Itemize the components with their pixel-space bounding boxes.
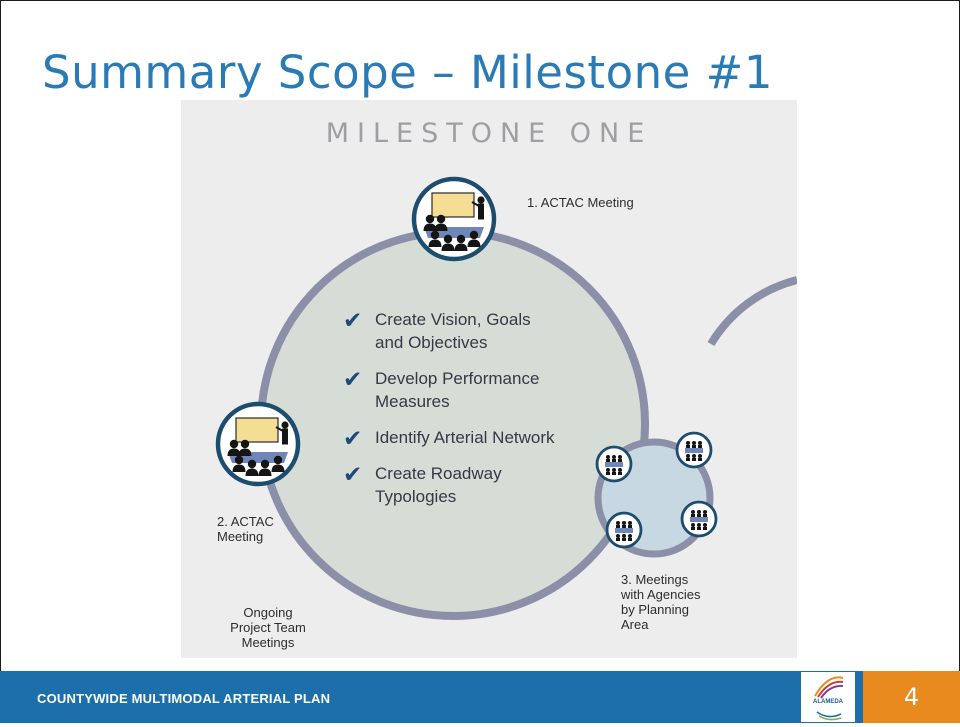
task-line: Identify Arterial Network [375,428,555,447]
next-milestone-arc [707,276,797,347]
task-line: and Objectives [375,333,488,352]
label-line: Meetings [241,635,295,650]
slide-title: Summary Scope – Milestone #1 [42,46,773,99]
check-icon: ✔ [343,367,363,393]
label-line: Meeting [217,529,264,544]
agency-meeting-icon [680,500,718,538]
label-line: with Agencies [621,587,701,602]
check-icon: ✔ [343,308,363,334]
agency-meeting-icon [675,431,713,469]
logo-graphic-icon [814,676,844,721]
task-line: Create Roadway [375,464,502,483]
page-number: 4 [903,683,920,711]
label-line: Project Team [230,620,306,635]
footer-bar [0,671,960,723]
task-item: ✔ Identify Arterial Network [341,426,601,452]
task-item: ✔ Create Vision, Goals and Objectives [341,308,601,354]
milestone-diagram: MILESTONE ONE ✔ Create Vision, Goals and… [181,100,797,658]
check-icon: ✔ [343,462,363,488]
label-line: 2. ACTAC [217,514,274,529]
actac-meeting-2-label: 2. ACTAC Meeting [217,514,274,544]
task-item: ✔ Develop Performance Measures [341,367,601,413]
label-line: Area [621,617,649,632]
actac-meeting-1-icon [414,179,494,259]
agency-meetings-label: 3. Meetings with Agencies by Planning Ar… [621,572,701,632]
check-icon: ✔ [343,426,363,452]
actac-meeting-2-icon [218,404,298,484]
alameda-logo: ALAMEDA [801,672,855,722]
logo-text: ALAMEDA [813,699,843,705]
task-line: Create Vision, Goals [375,310,531,329]
task-item: ✔ Create Roadway Typologies [341,462,601,508]
milestone-heading: MILESTONE ONE [325,118,653,149]
actac-meeting-1-label: 1. ACTAC Meeting [527,195,634,210]
diagram-svg [181,100,797,620]
label-line: by Planning [621,602,689,617]
footer-title: COUNTYWIDE MULTIMODAL ARTERIAL PLAN [37,691,331,706]
label-line: 3. Meetings [621,572,689,587]
label-line: Ongoing [243,605,293,620]
agency-meeting-icon [605,511,643,549]
task-line: Develop Performance [375,369,540,388]
task-line: Measures [375,392,450,411]
ongoing-meetings-label: Ongoing Project Team Meetings [225,605,311,650]
agency-meeting-icon [595,445,633,483]
page-number-box: 4 [863,671,960,723]
task-list: ✔ Create Vision, Goals and Objectives ✔ … [341,308,601,521]
task-line: Typologies [375,487,457,506]
